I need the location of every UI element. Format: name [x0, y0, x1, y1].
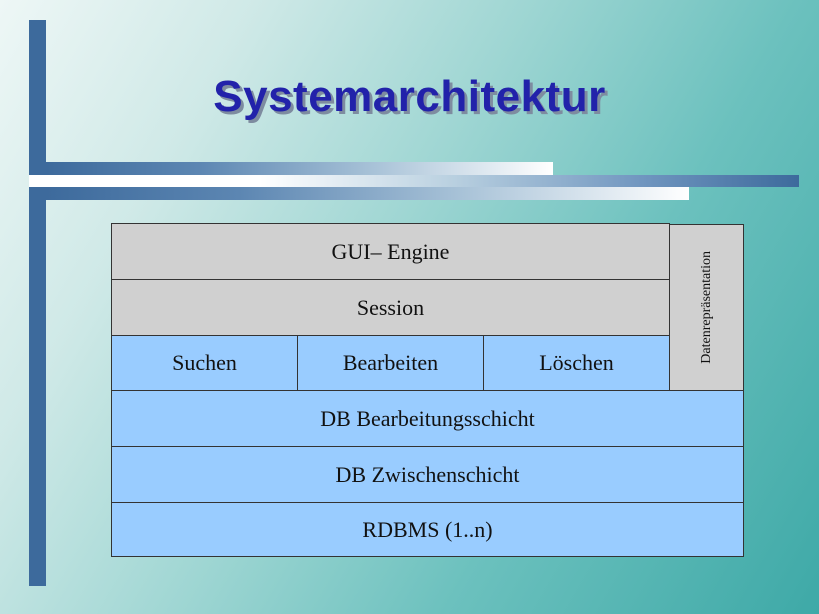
layer-db-zwischenschicht: DB Zwischenschicht — [111, 446, 744, 503]
layer-db-zwischenschicht-label: DB Zwischenschicht — [335, 461, 520, 487]
layer-session-label: Session — [356, 294, 425, 320]
module-suchen-label: Suchen — [172, 350, 237, 375]
horizontal-accent-bar-bottom — [46, 187, 689, 200]
module-bearbeiten-label: Bearbeiten — [342, 350, 439, 375]
vertical-accent-bar — [29, 20, 46, 586]
layer-rdbms-label: RDBMS (1..n) — [362, 516, 493, 542]
side-datenrepraesentation: Datenrepräsentation — [669, 224, 744, 391]
layer-session: Session — [111, 279, 670, 336]
module-suchen: Suchen — [111, 335, 298, 391]
layer-rdbms: RDBMS (1..n) — [111, 502, 744, 557]
slide-title: Systemarchitektur — [213, 72, 606, 121]
module-loeschen: Löschen — [483, 335, 670, 391]
side-datenrepraesentation-label: Datenrepräsentation — [698, 251, 714, 364]
horizontal-accent-bar-top — [46, 162, 553, 175]
module-loeschen-label: Löschen — [539, 350, 614, 375]
layer-db-bearbeitungsschicht: DB Bearbeitungsschicht — [111, 390, 744, 447]
layer-gui-engine: GUI– Engine — [111, 223, 670, 280]
module-bearbeiten: Bearbeiten — [297, 335, 484, 391]
horizontal-accent-bar-middle — [29, 175, 799, 187]
layer-db-bearbeitungsschicht-label: DB Bearbeitungsschicht — [320, 405, 535, 431]
layer-gui-engine-label: GUI– Engine — [331, 238, 450, 264]
